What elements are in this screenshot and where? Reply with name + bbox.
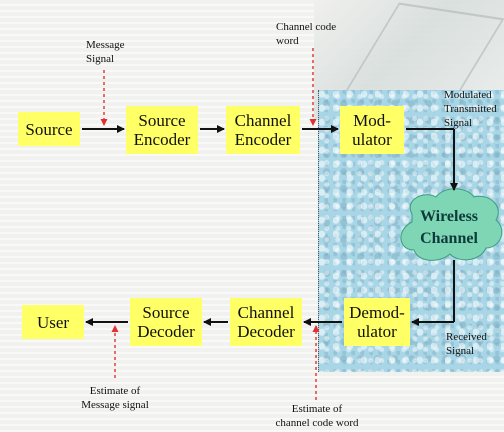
modulator-block: Mod- ulator xyxy=(340,106,404,154)
demodulator-block: Demod- ulator xyxy=(344,298,410,346)
channel-encoder-block: Channel Encoder xyxy=(226,106,300,154)
source-encoder-block: Source Encoder xyxy=(126,106,198,154)
modulated-signal-label: Modulated Transmitted Signal xyxy=(444,89,497,129)
wireless-channel-label: Wireless Channel xyxy=(419,208,479,247)
channel-decoder-block: Channel Decoder xyxy=(230,298,302,346)
channel-code-word-label: Channel code word xyxy=(276,21,337,47)
source-block: Source xyxy=(18,112,80,146)
estimate-codeword-label: Estimate of channel code word xyxy=(275,403,359,429)
received-signal-label: Received Signal xyxy=(446,331,487,357)
estimate-message-label: Estimate of Message signal xyxy=(81,385,149,411)
message-signal-label: Message Signal xyxy=(86,39,125,65)
wireless-channel-cloud xyxy=(400,188,503,261)
source-decoder-block: Source Decoder xyxy=(130,298,202,346)
user-block: User xyxy=(22,305,84,339)
